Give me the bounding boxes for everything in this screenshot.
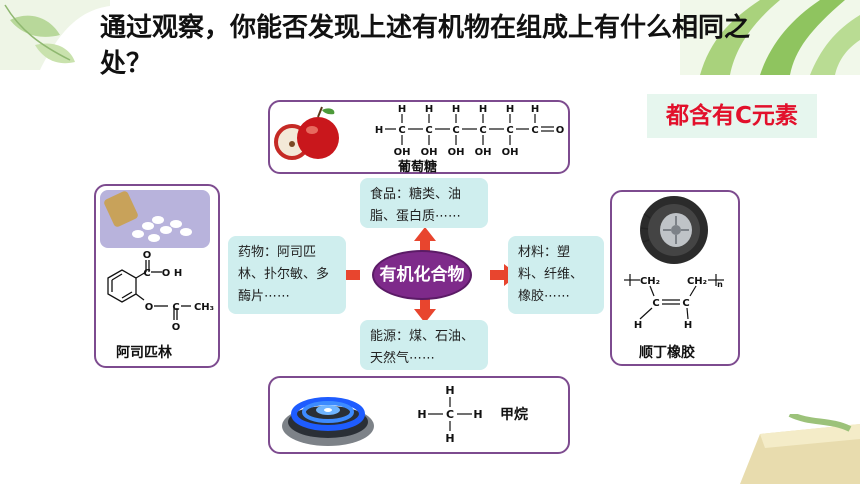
atom-o: O	[162, 268, 171, 279]
group-oh: OH	[502, 147, 519, 158]
glucose-structure: H H H H H H H C C C C C C O OH OH OH OH …	[375, 104, 565, 158]
atom-h: H	[398, 104, 406, 115]
atom-o: O	[172, 322, 181, 333]
group-oh: OH	[421, 147, 438, 158]
rubber-label: 顺丁橡胶	[639, 345, 695, 361]
aspirin-label: 阿司匹林	[116, 345, 172, 361]
atom-h: H	[479, 104, 487, 115]
atom-h: H	[473, 408, 482, 421]
book-decoration-icon	[740, 414, 860, 484]
atom-h: H	[684, 320, 692, 331]
leaf-decoration-icon	[0, 0, 110, 70]
group-oh: OH	[394, 147, 411, 158]
atom-c: C	[143, 268, 150, 279]
group-oh: OH	[475, 147, 492, 158]
atom-c: C	[531, 125, 538, 136]
atom-c: C	[652, 298, 659, 309]
grass-decoration-icon	[680, 0, 860, 75]
atom-h: H	[452, 104, 460, 115]
atom-c: C	[398, 125, 405, 136]
group-ch2: CH₂	[687, 276, 707, 287]
methane-label: 甲烷	[500, 407, 528, 423]
atom-h: H	[417, 408, 426, 421]
atom-o: O	[145, 302, 154, 313]
methane-structure: H H C H H	[417, 384, 482, 445]
food-category: 食品：糖类、油脂、蛋白质⋯⋯	[360, 178, 488, 228]
apple-icon	[274, 106, 339, 160]
atom-h: H	[445, 384, 454, 397]
group-ch3: CH₃	[194, 302, 214, 313]
atom-c: C	[479, 125, 486, 136]
group-oh: OH	[448, 147, 465, 158]
medicine-category: 药物：阿司匹林、扑尔敏、多酶片⋯⋯	[228, 236, 346, 314]
group-ch2: CH₂	[640, 276, 660, 287]
atom-c: C	[682, 298, 689, 309]
gas-flame-icon	[282, 397, 374, 446]
atom-c: C	[172, 302, 179, 313]
atom-h: H	[174, 268, 182, 279]
question-text: 通过观察，你能否发现上述有机物在组成上有什么相同之处？	[100, 13, 751, 79]
energy-category: 能源：煤、石油、天然气⋯⋯	[360, 320, 488, 370]
material-category: 材料：塑料、纤维、橡胶⋯⋯	[508, 236, 604, 314]
pills-icon	[100, 190, 210, 248]
glucose-label: 葡萄糖	[398, 160, 438, 175]
rubber-structure: CH₂ CH₂ n C C H H	[624, 274, 724, 331]
atom-h: H	[531, 104, 539, 115]
subscript-n: n	[717, 280, 723, 289]
atom-c: C	[506, 125, 513, 136]
atom-h: H	[425, 104, 433, 115]
atom-o: O	[143, 250, 152, 261]
atom-h: H	[445, 432, 454, 445]
atom-h: H	[634, 320, 642, 331]
atom-c: C	[425, 125, 432, 136]
organic-compound-center: 有机化合物	[372, 250, 472, 300]
atom-o: O	[556, 125, 565, 136]
atom-h: H	[375, 125, 383, 136]
atom-h: H	[506, 104, 514, 115]
tire-icon	[640, 196, 708, 264]
answer-badge: 都含有C元素	[647, 94, 817, 138]
atom-c: C	[446, 408, 454, 421]
atom-c: C	[452, 125, 459, 136]
aspirin-structure: O C O H O C O CH₃	[107, 250, 214, 333]
